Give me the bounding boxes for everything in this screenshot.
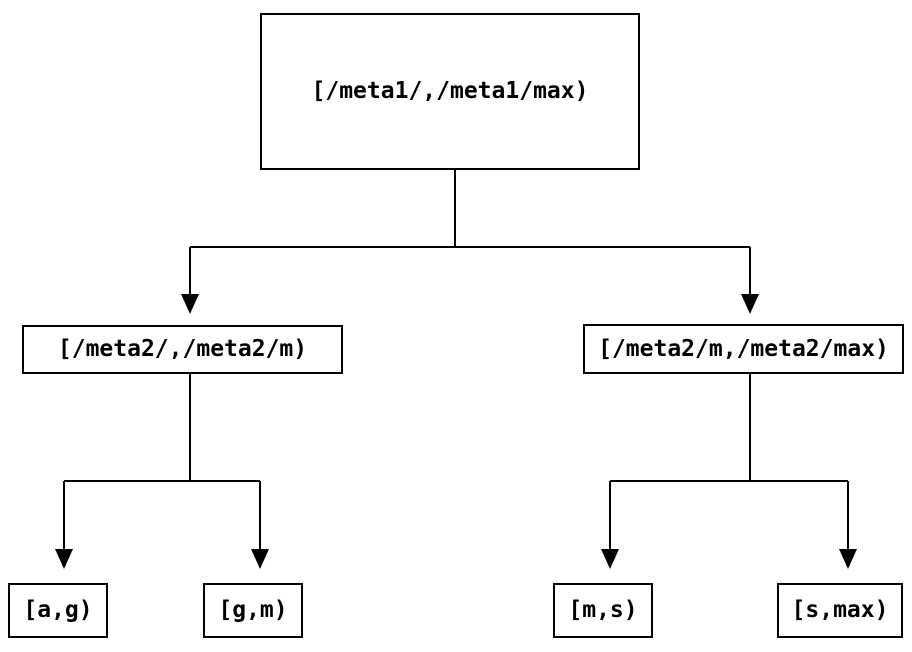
node-root-range: [/meta1/,/meta1/max) bbox=[260, 13, 640, 170]
arrow-down-icon bbox=[741, 294, 759, 314]
arrow-down-icon bbox=[839, 549, 857, 569]
node-leaf-s-max: [s,max) bbox=[777, 583, 903, 638]
node-leaf-g-m: [g,m) bbox=[203, 583, 303, 638]
arrow-down-icon bbox=[601, 549, 619, 569]
node-leaf-a-g: [a,g) bbox=[8, 583, 108, 638]
node-right-child-range: [/meta2/m,/meta2/max) bbox=[583, 324, 904, 374]
arrow-down-icon bbox=[55, 549, 73, 569]
node-leaf-m-s: [m,s) bbox=[553, 583, 653, 638]
node-left-child-range: [/meta2/,/meta2/m) bbox=[22, 325, 343, 374]
arrow-down-icon bbox=[181, 294, 199, 314]
arrow-down-icon bbox=[251, 549, 269, 569]
